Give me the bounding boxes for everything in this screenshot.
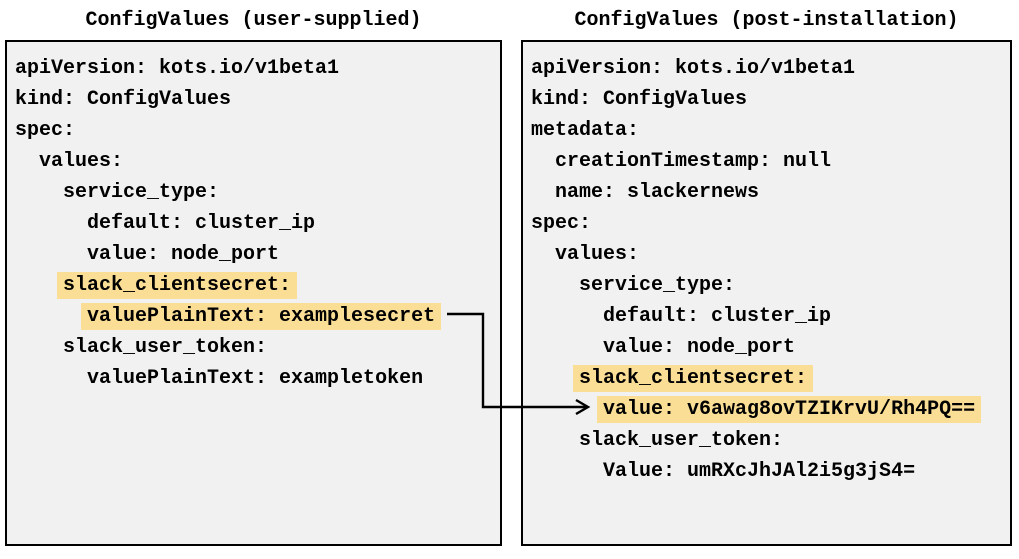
code-line: default: cluster_ip	[15, 208, 500, 239]
indent-whitespace	[15, 367, 87, 390]
code-text: creationTimestamp: null	[555, 150, 832, 173]
code-line: spec:	[15, 115, 500, 146]
indent-whitespace	[531, 181, 555, 204]
code-line: kind: ConfigValues	[531, 84, 1010, 115]
config-values-post-installation-panel: apiVersion: kots.io/v1beta1 kind: ConfigV…	[521, 40, 1012, 546]
code-line: creationTimestamp: null	[531, 146, 1010, 177]
code-line: valuePlainText: examplesecret	[15, 301, 500, 332]
code-line: service_type:	[15, 177, 500, 208]
code-text: default: cluster_ip	[603, 305, 832, 328]
code-line: value: node_port	[15, 239, 500, 270]
code-text: value: node_port	[603, 336, 796, 359]
code-line: values:	[531, 239, 1010, 270]
code-text: service_type:	[579, 274, 736, 297]
code-text: kind: ConfigValues	[531, 88, 748, 111]
indent-whitespace	[531, 150, 555, 173]
indent-whitespace	[531, 336, 603, 359]
code-line: Value: umRXcJhJAl2i5g3jS4=	[531, 456, 1010, 487]
indent-whitespace	[531, 243, 555, 266]
highlighted-code-text: value: v6awag8ovTZIKrvU/Rh4PQ==	[597, 396, 982, 423]
config-values-user-supplied-panel: apiVersion: kots.io/v1beta1 kind: ConfigV…	[5, 40, 502, 546]
code-text: values:	[39, 150, 124, 173]
indent-whitespace	[15, 181, 63, 204]
code-line: metadata:	[531, 115, 1010, 146]
code-text: Value: umRXcJhJAl2i5g3jS4=	[603, 460, 916, 483]
code-text: default: cluster_ip	[87, 212, 316, 235]
code-text: metadata:	[531, 119, 640, 142]
code-line: value: v6awag8ovTZIKrvU/Rh4PQ==	[531, 394, 1010, 425]
code-line: slack_user_token:	[531, 425, 1010, 456]
code-text: value: node_port	[87, 243, 280, 266]
indent-whitespace	[531, 367, 579, 390]
indent-whitespace	[531, 460, 603, 483]
code-line: apiVersion: kots.io/v1beta1	[15, 53, 500, 84]
indent-whitespace	[15, 274, 63, 297]
code-line: service_type:	[531, 270, 1010, 301]
highlighted-code-text: slack_clientsecret:	[573, 365, 814, 392]
code-text: kind: ConfigValues	[15, 88, 232, 111]
code-text: slack_user_token:	[63, 336, 268, 359]
highlighted-code-text: valuePlainText: examplesecret	[81, 303, 442, 330]
code-text: name: slackernews	[555, 181, 760, 204]
indent-whitespace	[531, 429, 579, 452]
code-line: apiVersion: kots.io/v1beta1	[531, 53, 1010, 84]
indent-whitespace	[15, 212, 87, 235]
code-line: spec:	[531, 208, 1010, 239]
code-line: value: node_port	[531, 332, 1010, 363]
code-line: slack_clientsecret:	[15, 270, 500, 301]
code-text: service_type:	[63, 181, 220, 204]
code-text: apiVersion: kots.io/v1beta1	[15, 57, 340, 80]
code-line: default: cluster_ip	[531, 301, 1010, 332]
indent-whitespace	[15, 336, 63, 359]
code-text: spec:	[531, 212, 592, 235]
code-line: name: slackernews	[531, 177, 1010, 208]
code-text: values:	[555, 243, 640, 266]
indent-whitespace	[15, 243, 87, 266]
code-text: spec:	[15, 119, 76, 142]
indent-whitespace	[15, 150, 39, 173]
code-line: kind: ConfigValues	[15, 84, 500, 115]
code-text: valuePlainText: exampletoken	[87, 367, 424, 390]
indent-whitespace	[531, 398, 603, 421]
indent-whitespace	[531, 305, 603, 328]
highlighted-code-text: slack_clientsecret:	[57, 272, 298, 299]
indent-whitespace	[15, 305, 87, 328]
code-line: slack_clientsecret:	[531, 363, 1010, 394]
code-line: values:	[15, 146, 500, 177]
left-panel-title: ConfigValues (user-supplied)	[85, 9, 422, 32]
right-panel-title: ConfigValues (post-installation)	[574, 9, 959, 32]
indent-whitespace	[531, 274, 579, 297]
code-text: apiVersion: kots.io/v1beta1	[531, 57, 856, 80]
code-line: slack_user_token:	[15, 332, 500, 363]
code-line: valuePlainText: exampletoken	[15, 363, 500, 394]
code-text: slack_user_token:	[579, 429, 784, 452]
